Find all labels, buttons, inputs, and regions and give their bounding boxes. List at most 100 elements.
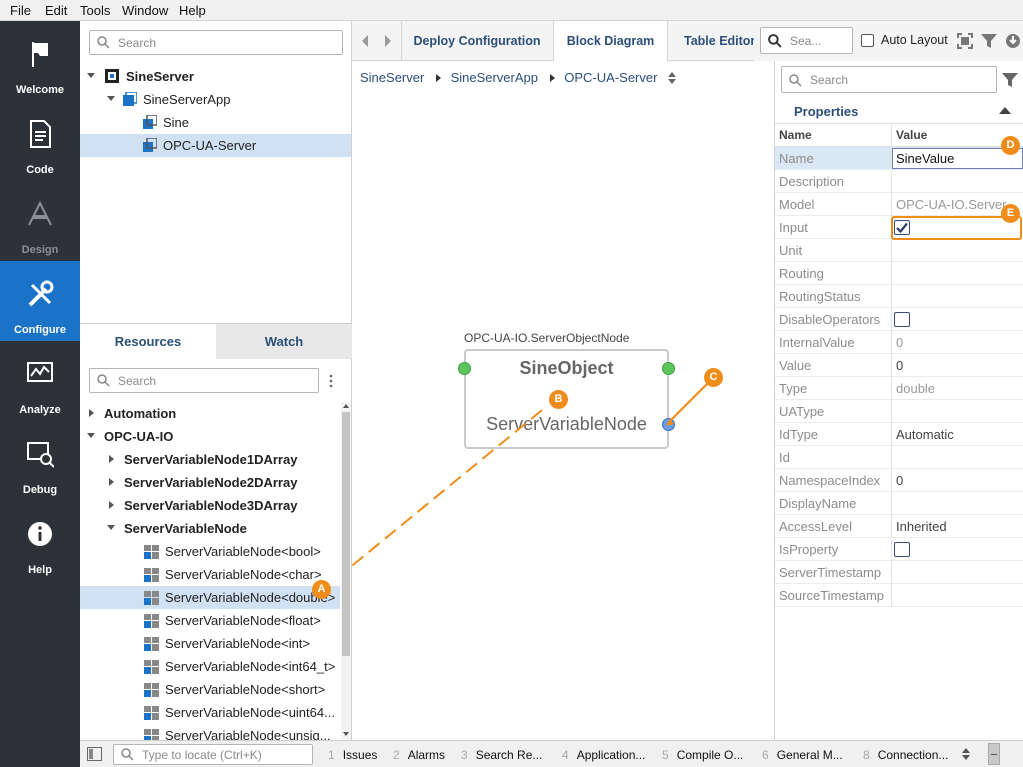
nav-welcome[interactable]: Welcome: [0, 21, 80, 101]
property-value-input[interactable]: SineValue: [892, 148, 1023, 169]
breadcrumb-item[interactable]: SineServerApp: [450, 70, 539, 85]
tab-resources[interactable]: Resources: [80, 324, 216, 359]
nav-forward-icon[interactable]: [383, 35, 393, 47]
filter-icon[interactable]: [1002, 72, 1018, 88]
property-value[interactable]: 0: [896, 358, 904, 373]
tree-item-sineserver[interactable]: SineServer: [80, 65, 351, 88]
disableoperators-checkbox[interactable]: [894, 312, 910, 327]
resource-item-int[interactable]: ServerVariableNode<int>: [80, 632, 340, 655]
diagram-search-input[interactable]: Sea...: [760, 27, 853, 54]
tree-item-sine[interactable]: Sine: [80, 111, 351, 134]
resource-item-1darray[interactable]: ServerVariableNode1DArray: [80, 448, 340, 471]
tree-search-input[interactable]: Search: [89, 30, 343, 55]
input-port[interactable]: [458, 362, 471, 375]
scroll-down-arrow-icon[interactable]: [341, 730, 351, 738]
property-row-id[interactable]: Id: [775, 446, 1023, 469]
nav-analyze[interactable]: Analyze: [0, 341, 80, 421]
collapse-caret-icon[interactable]: [107, 525, 115, 530]
resource-item-2darray[interactable]: ServerVariableNode2DArray: [80, 471, 340, 494]
block-diagram-canvas[interactable]: SineServer SineServerApp OPC-UA-Server O…: [352, 61, 774, 740]
resource-item-servervariablenode[interactable]: ServerVariableNode: [80, 517, 340, 540]
properties-section-header[interactable]: Properties: [775, 99, 1023, 124]
property-row-sourcetimestamp[interactable]: SourceTimestamp: [775, 584, 1023, 607]
resource-item-bool[interactable]: ServerVariableNode<bool>: [80, 540, 340, 563]
property-value[interactable]: 0: [896, 473, 904, 488]
expand-caret-icon[interactable]: [89, 409, 94, 417]
resource-item-char[interactable]: ServerVariableNode<char>: [80, 563, 340, 586]
breadcrumb-item[interactable]: OPC-UA-Server: [564, 70, 658, 85]
nav-code[interactable]: Code: [0, 101, 80, 181]
resource-item-3darray[interactable]: ServerVariableNode3DArray: [80, 494, 340, 517]
property-row-description[interactable]: Description: [775, 170, 1023, 193]
property-row-servertimestamp[interactable]: ServerTimestamp: [775, 561, 1023, 584]
collapse-caret-icon[interactable]: [87, 73, 95, 78]
resources-search-input[interactable]: Search: [89, 368, 319, 393]
breadcrumb-item[interactable]: SineServer: [360, 70, 425, 85]
expand-caret-icon[interactable]: [109, 455, 114, 463]
isproperty-checkbox[interactable]: [894, 542, 910, 557]
scroll-up-arrow-icon[interactable]: [341, 402, 351, 410]
resource-item-unsigned[interactable]: ServerVariableNode<unsig...: [80, 724, 340, 741]
nav-back-icon[interactable]: [360, 35, 370, 47]
property-row-routing[interactable]: Routing: [775, 262, 1023, 285]
auto-layout-checkbox[interactable]: [861, 34, 874, 47]
variable-node-port[interactable]: [662, 418, 675, 431]
tree-item-opc-ua-server[interactable]: OPC-UA-Server: [80, 134, 351, 157]
sort-updown-icon[interactable]: [668, 72, 676, 84]
property-row-routingstatus[interactable]: RoutingStatus: [775, 285, 1023, 308]
filter-icon[interactable]: [981, 33, 997, 49]
menu-file[interactable]: File: [10, 3, 31, 18]
tab-block-diagram[interactable]: Block Diagram: [553, 21, 668, 62]
property-row-displayname[interactable]: DisplayName: [775, 492, 1023, 515]
nav-design[interactable]: Design: [0, 181, 80, 261]
property-row-uatype[interactable]: UAType: [775, 400, 1023, 423]
menu-edit[interactable]: Edit: [45, 3, 68, 18]
scroll-thumb[interactable]: [342, 412, 350, 656]
tab-table-editor[interactable]: Table Editor: [684, 34, 756, 48]
nav-debug[interactable]: Debug: [0, 421, 80, 501]
expand-caret-icon[interactable]: [109, 478, 114, 486]
expand-caret-icon[interactable]: [109, 501, 114, 509]
tab-watch[interactable]: Watch: [216, 324, 352, 359]
collapse-caret-icon[interactable]: [87, 433, 95, 438]
resource-item-uint64[interactable]: ServerVariableNode<uint64...: [80, 701, 340, 724]
resource-item-int64[interactable]: ServerVariableNode<int64_t>: [80, 655, 340, 678]
property-row-unit[interactable]: Unit: [775, 239, 1023, 262]
property-value[interactable]: Automatic: [896, 427, 954, 442]
resource-item-automation[interactable]: Automation: [80, 402, 340, 425]
locate-input[interactable]: Type to locate (Ctrl+K): [113, 744, 313, 765]
tab-deploy-configuration[interactable]: Deploy Configuration: [413, 34, 541, 48]
menu-help[interactable]: Help: [179, 3, 206, 18]
export-icon[interactable]: [1005, 33, 1021, 49]
collapse-up-icon[interactable]: [999, 107, 1011, 114]
menu-window[interactable]: Window: [122, 3, 169, 18]
output-port[interactable]: [662, 362, 675, 375]
more-tabs-updown-icon[interactable]: [962, 748, 970, 760]
minimize-panel-button[interactable]: [988, 743, 1000, 765]
fit-to-screen-icon[interactable]: [957, 33, 973, 49]
tree-item-sineserverapp[interactable]: SineServerApp: [80, 88, 351, 111]
input-checkbox-checked[interactable]: [894, 220, 910, 235]
nav-help[interactable]: Help: [0, 501, 80, 581]
collapse-caret-icon[interactable]: [107, 96, 115, 101]
resource-item-double[interactable]: ServerVariableNode<double>: [80, 586, 340, 609]
nav-configure[interactable]: Configure: [0, 261, 80, 341]
resource-item-opc-ua-io[interactable]: OPC-UA-IO: [80, 425, 340, 448]
property-value[interactable]: Inherited: [896, 519, 947, 534]
property-row-disableoperators[interactable]: DisableOperators: [775, 308, 1023, 331]
properties-search-input[interactable]: Search: [781, 66, 997, 93]
